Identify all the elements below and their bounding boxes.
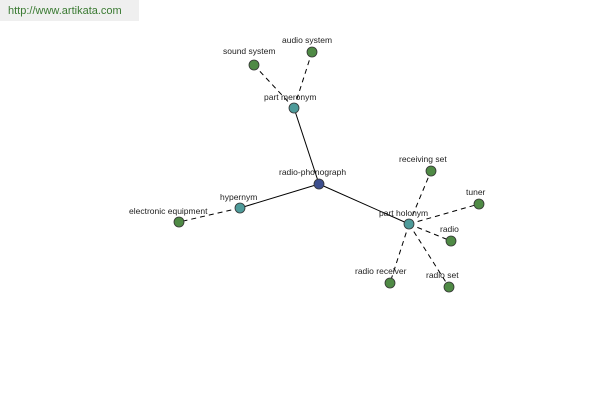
hypernym-label[interactable]: hypernym	[220, 192, 257, 202]
part-holonym-node[interactable]	[403, 218, 415, 230]
edge-audio-system	[293, 51, 313, 109]
part-meronym-node[interactable]	[288, 102, 300, 114]
edge-radio-receiver	[389, 223, 410, 284]
radio-phonograph-label[interactable]: radio-phonograph	[279, 167, 346, 177]
audio-system-label[interactable]: audio system	[282, 35, 332, 45]
audio-system-node[interactable]	[306, 46, 318, 58]
radio-receiver-node[interactable]	[384, 277, 396, 289]
receiving-set-label[interactable]: receiving set	[399, 154, 447, 164]
radio-set-label[interactable]: radio set	[426, 270, 459, 280]
edge-sound-system	[253, 64, 295, 109]
radio-node[interactable]	[445, 235, 457, 247]
radio-receiver-label[interactable]: radio receiver	[355, 266, 407, 276]
sound-system-node[interactable]	[248, 59, 260, 71]
part-holonym-label[interactable]: part holonym	[379, 208, 428, 218]
radio-set-node[interactable]	[443, 281, 455, 293]
radio-phonograph-node[interactable]	[313, 178, 325, 190]
site-url-link[interactable]: http://www.artikata.com	[8, 5, 122, 17]
edge-hypernym	[239, 183, 320, 209]
url-banner: http://www.artikata.com	[0, 0, 139, 21]
edge-receiving-set	[408, 170, 432, 225]
radio-label[interactable]: radio	[440, 224, 459, 234]
tuner-label[interactable]: tuner	[466, 187, 486, 197]
part-meronym-label[interactable]: part meronym	[264, 92, 316, 102]
hypernym-node[interactable]	[234, 202, 246, 214]
electronic-equipment-node[interactable]	[173, 216, 185, 228]
edge-radio	[408, 223, 452, 242]
edge-electronic-equipment	[178, 207, 241, 223]
graph-labels: radio-phonograph part meronym hypernym part…	[129, 35, 486, 280]
electronic-equipment-label[interactable]: electronic equipment	[129, 206, 208, 216]
edge-part-holonym	[318, 183, 410, 225]
edge-tuner	[408, 203, 480, 225]
receiving-set-node[interactable]	[425, 165, 437, 177]
tuner-node[interactable]	[473, 198, 485, 210]
edge-part-meronym	[293, 107, 320, 185]
edge-radio-set	[408, 223, 450, 288]
sound-system-label[interactable]: sound system	[223, 46, 275, 56]
graph-nodes	[173, 46, 485, 293]
graph-edges	[178, 51, 480, 288]
